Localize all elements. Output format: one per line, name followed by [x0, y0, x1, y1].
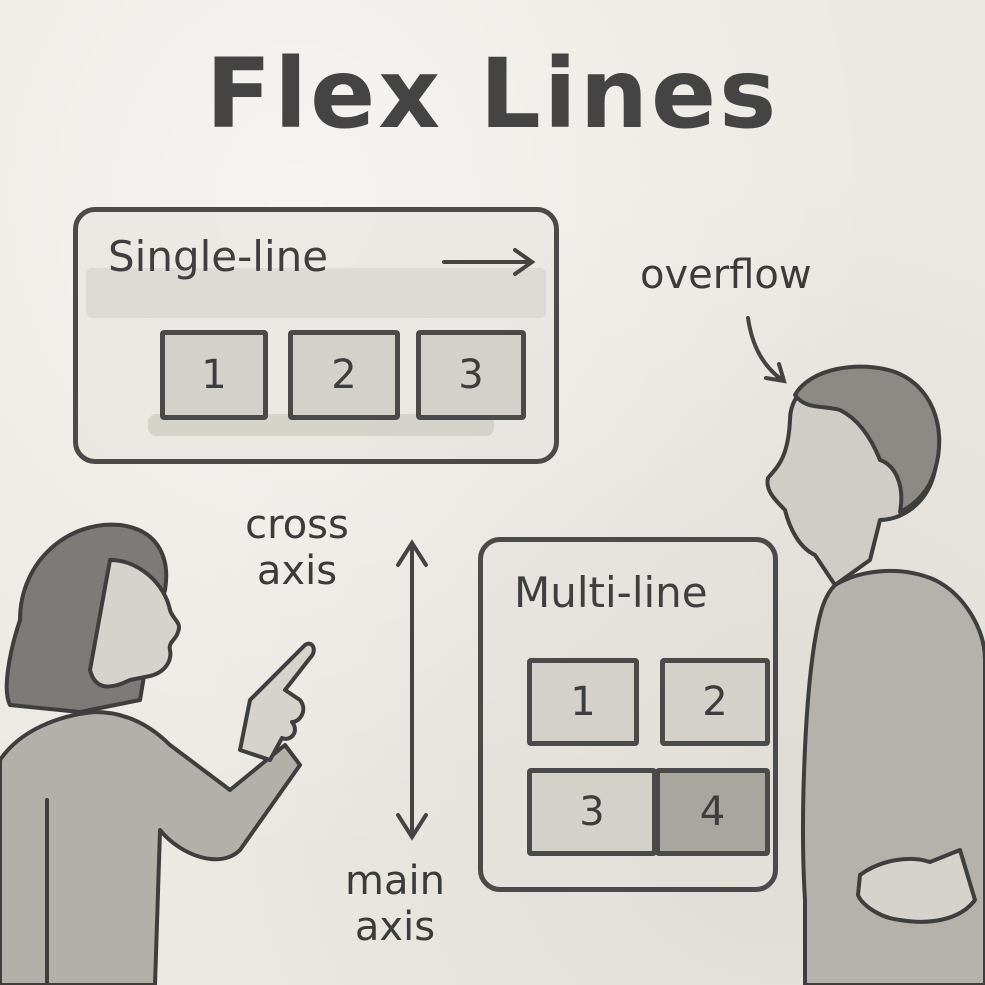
single-line-item-3: 3 [416, 330, 526, 420]
overflow-note: overflow [640, 252, 812, 298]
single-line-item-2: 2 [288, 330, 400, 420]
single-line-label: Single-line [108, 232, 329, 281]
woman-figure [0, 522, 316, 985]
main-axis-note-line1: main [345, 858, 445, 904]
multi-line-item-3: 3 [527, 768, 657, 856]
cross-axis-note-line1: cross [245, 502, 349, 548]
man-hair [793, 364, 942, 514]
woman-hand [238, 641, 316, 762]
man-body [801, 569, 985, 985]
multi-line-item-4: 4 [655, 768, 770, 856]
main-axis-note: main axis [320, 858, 470, 950]
arrow-right-icon [442, 248, 536, 276]
curved-arrow-icon [746, 316, 787, 384]
double-headed-vertical-arrow-icon [396, 539, 428, 841]
cross-axis-note-line2: axis [256, 548, 338, 594]
man-hand [856, 848, 977, 924]
multi-line-item-1: 1 [527, 658, 639, 746]
page-title: Flex Lines [205, 38, 780, 150]
cross-axis-note: cross axis [222, 502, 372, 594]
woman-body [0, 710, 302, 985]
single-line-header-band [86, 268, 546, 318]
man-figure [765, 364, 985, 985]
single-line-item-1: 1 [160, 330, 268, 420]
woman-face [88, 558, 181, 689]
main-axis-note-line2: axis [354, 904, 436, 950]
multi-line-item-2: 2 [660, 658, 770, 746]
multi-line-label: Multi-line [514, 568, 708, 617]
single-line-panel [73, 207, 559, 464]
